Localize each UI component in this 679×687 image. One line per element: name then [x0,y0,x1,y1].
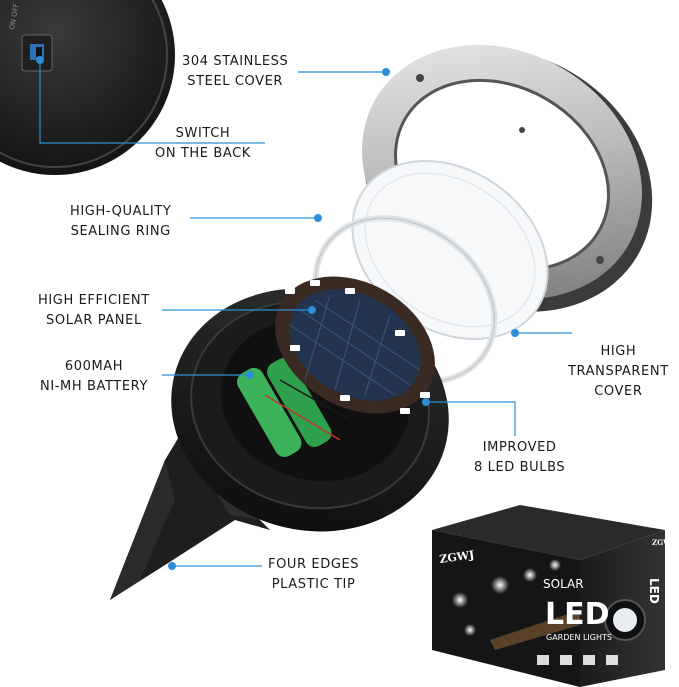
callout-switch-line2: ON THE BACK [155,146,251,161]
callout-tip: FOUR EDGES PLASTIC TIP [268,555,359,595]
callout-transparent: HIGH TRANSPARENT COVER [568,342,669,402]
ground-stake [110,435,270,600]
callout-battery-line1: 600MAH [64,359,124,374]
callout-cover-line1: 304 STAINLESS [182,54,289,69]
callout-tip-line2: PLASTIC TIP [271,577,356,592]
callout-cover: 304 STAINLESS STEEL COVER [182,52,288,92]
callout-sealing-line1: HIGH-QUALITY [70,204,172,219]
callout-sealing-line2: SEALING RING [70,224,171,239]
callout-switch-line1: SWITCH [175,126,231,141]
callout-battery: 600MAH NI-MH BATTERY [40,357,148,397]
callout-cover-line2: STEEL COVER [187,74,284,89]
box-led-text: LED [545,597,610,632]
battery [237,357,351,457]
callout-solar-line1: HIGH EFFICIENT [38,293,150,308]
box-side-brand: ZGWJ [652,538,675,547]
callout-transparent-line1: HIGH [600,344,637,359]
callout-sealing: HIGH-QUALITY SEALING RING [70,202,171,242]
callout-bulbs-line2: 8 LED BULBS [474,460,566,475]
callout-bulbs-line1: IMPROVED [482,440,557,455]
box-brand: ZGWJ [439,548,475,566]
callout-solar-line2: SOLAR PANEL [46,313,142,328]
callout-tip-line1: FOUR EDGES [268,557,360,572]
callout-switch: SWITCH ON THE BACK [155,124,251,164]
callout-solar: HIGH EFFICIENT SOLAR PANEL [38,291,150,331]
box-subtitle: GARDEN LIGHTS [546,633,612,642]
box-solar-text: SOLAR [543,577,584,591]
callout-transparent-line3: COVER [594,384,643,399]
product-box [432,505,665,687]
callout-battery-line2: NI-MH BATTERY [40,379,148,394]
callout-lines [39,60,572,567]
callout-dots [36,56,519,570]
light-back-view: ON OFF [0,0,175,175]
box-side-led: LED [647,578,661,604]
callout-transparent-line2: TRANSPARENT [568,364,669,379]
callout-bulbs: IMPROVED 8 LED BULBS [474,438,565,478]
